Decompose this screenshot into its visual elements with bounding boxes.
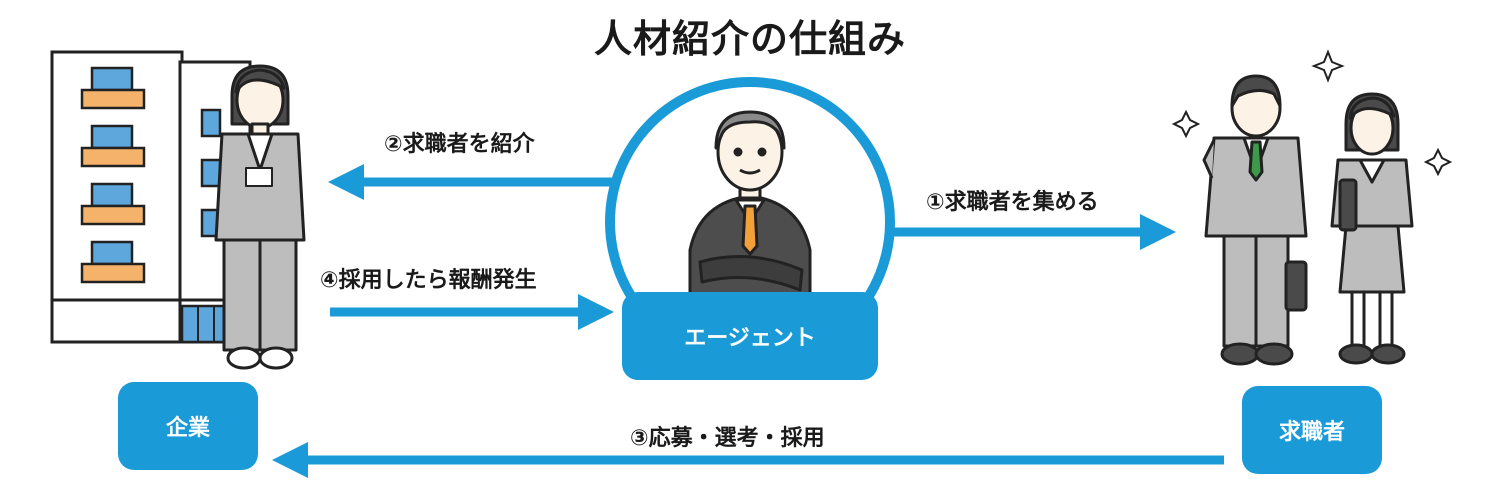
- flow-label-step2: ②求職者を紹介: [384, 132, 535, 157]
- office-building-icon: [50, 50, 252, 344]
- company-badge: 企業: [118, 382, 258, 470]
- company-staff-figure: [214, 64, 306, 370]
- job-seeker-badge: 求職者: [1242, 386, 1382, 474]
- page-title: 人材紹介の仕組み: [593, 17, 906, 61]
- flow-label-step1: ①求職者を集める: [926, 190, 1099, 215]
- job-seeker-woman-figure: [1330, 92, 1414, 365]
- job-seeker-man-figure: [1202, 74, 1308, 366]
- flow-label-step4: ④採用したら報酬発生: [320, 268, 537, 293]
- agent-badge: エージェント: [622, 292, 878, 380]
- flow-label-step3: ③応募・選考・採用: [630, 426, 825, 451]
- sparkle-icon: [1171, 49, 1453, 177]
